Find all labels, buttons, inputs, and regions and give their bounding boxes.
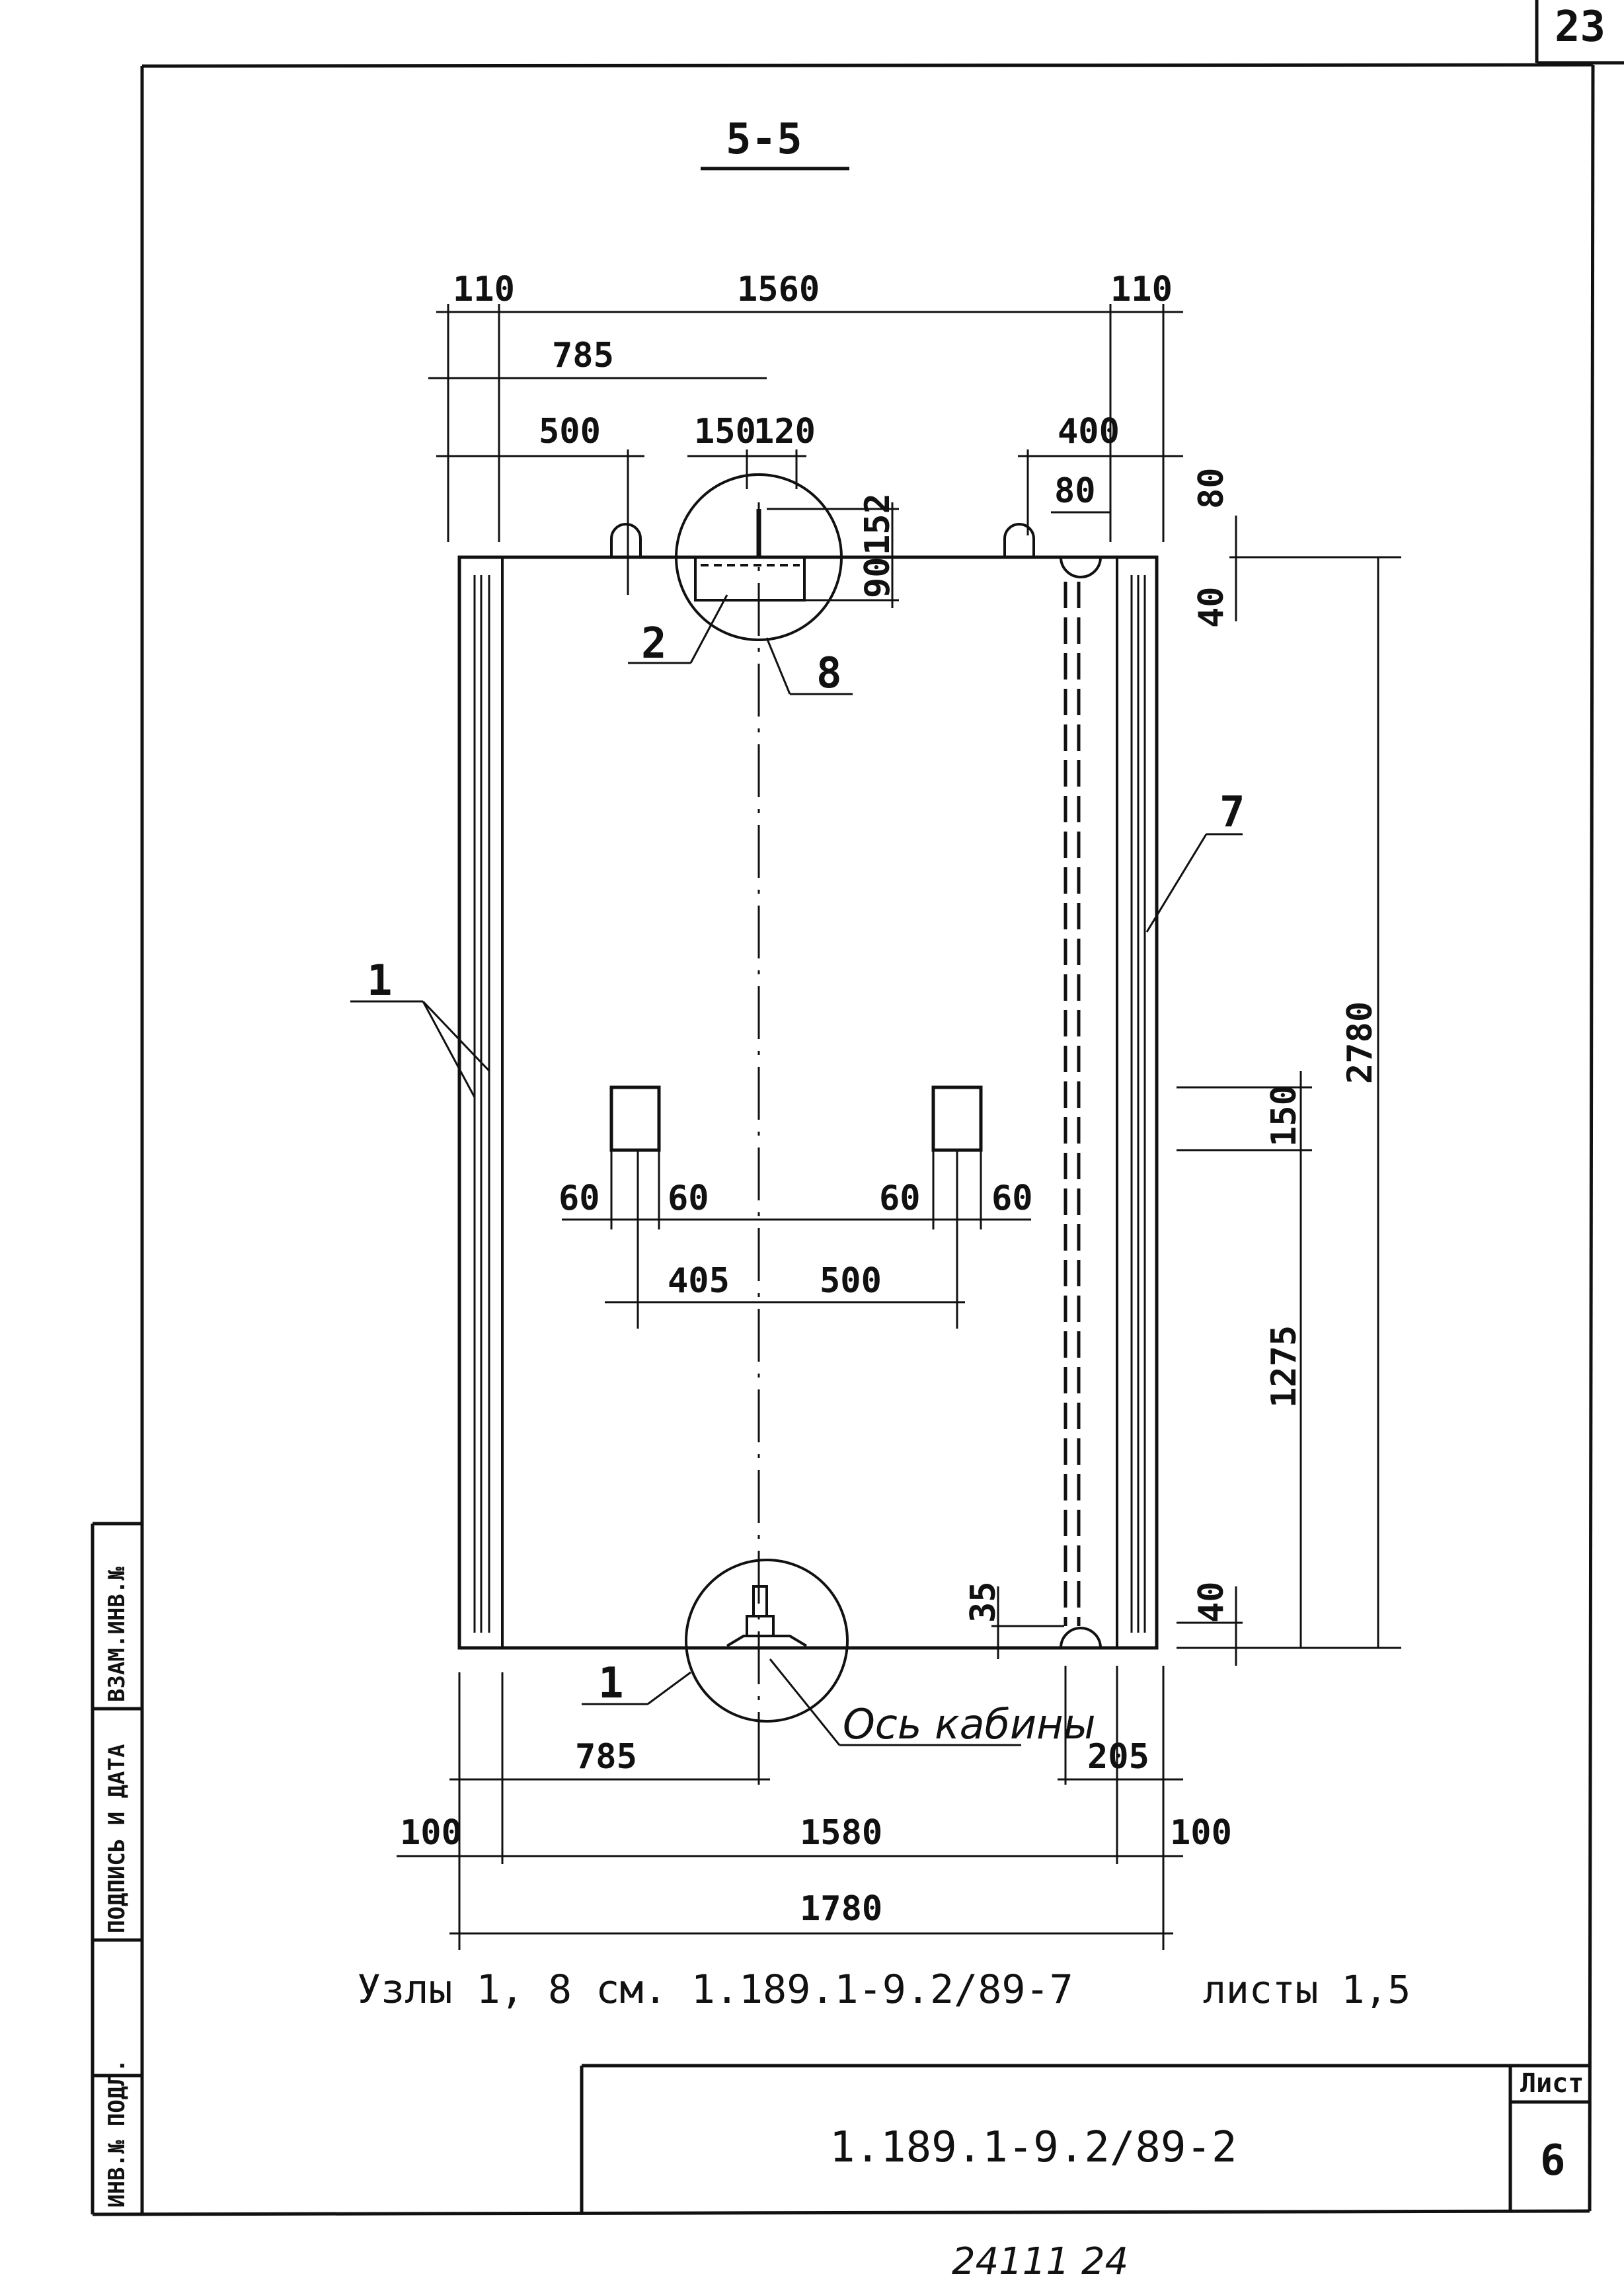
sheet-frame xyxy=(91,63,1595,2216)
dim-60-right-b: 60 xyxy=(991,1179,1033,1218)
dim-1275: 1275 xyxy=(1264,1325,1304,1408)
doc-code: 1.189.1-9.2/89-2 xyxy=(830,2123,1237,2172)
title-block xyxy=(580,2064,1590,2213)
dim-785-top: 785 xyxy=(552,336,614,375)
detail-circle-bottom xyxy=(685,1559,849,1723)
callout-2: 2 xyxy=(641,619,667,668)
dim-35: 35 xyxy=(964,1581,1003,1623)
callout-1-bottom: 1 xyxy=(598,1659,624,1708)
page-number-box xyxy=(1535,0,1624,65)
stamp-podpis-data: ПОДПИСЬ И ДАТА xyxy=(104,1744,130,1933)
dim-60-left-a: 60 xyxy=(559,1179,600,1218)
callout-1-left: 1 xyxy=(367,956,393,1005)
sheet-number: 6 xyxy=(1540,2136,1566,2185)
dim-150: 150 xyxy=(694,412,756,451)
dim-1580: 1580 xyxy=(800,1813,882,1853)
dim-40-bottom: 40 xyxy=(1192,1581,1231,1623)
middle-openings xyxy=(609,1085,983,1152)
dim-60-left-b: 60 xyxy=(668,1179,709,1218)
dim-100-right: 100 xyxy=(1170,1813,1232,1853)
leader-lines xyxy=(350,594,1243,1746)
dim-60-right-a: 60 xyxy=(879,1179,921,1218)
stamp-inv-podl: ИНВ.№ ПОДЛ. xyxy=(104,2059,130,2208)
dim-152: 152 xyxy=(858,493,898,555)
axis-label: Ось кабины xyxy=(843,1700,1096,1748)
dim-110-left: 110 xyxy=(453,270,515,309)
dim-1560: 1560 xyxy=(737,270,820,309)
dim-80-top: 80 xyxy=(1192,467,1231,509)
detail-circle-top xyxy=(675,473,843,641)
page-number: 23 xyxy=(1555,3,1605,52)
dim-500-mid: 500 xyxy=(820,1261,882,1301)
callout-7: 7 xyxy=(1219,788,1245,837)
callout-8: 8 xyxy=(816,649,842,698)
note-sheets: листы 1,5 xyxy=(1203,1967,1411,2012)
dim-80-slot: 80 xyxy=(1054,471,1096,511)
dim-785-bottom: 785 xyxy=(575,1737,637,1777)
dim-2780: 2780 xyxy=(1340,1001,1380,1084)
note-nodes: Узлы 1, 8 см. 1.189.1-9.2/89-7 xyxy=(357,1966,1073,2013)
dim-110-right: 110 xyxy=(1110,270,1173,309)
hooks xyxy=(610,523,1102,1649)
dim-40-top: 40 xyxy=(1192,586,1231,628)
dim-120: 120 xyxy=(754,412,816,451)
dim-500-hook: 500 xyxy=(539,412,601,451)
dim-405: 405 xyxy=(668,1261,730,1301)
section-title: 5-5 xyxy=(726,115,802,164)
stamp-vzam-inv: ВЗАМ.ИНВ.№ xyxy=(104,1567,130,1702)
bottom-handwritten-number: 24111 24 xyxy=(952,2240,1128,2283)
dim-1780: 1780 xyxy=(800,1889,882,1929)
dim-90: 90 xyxy=(858,557,898,598)
dim-100-left: 100 xyxy=(400,1813,462,1853)
cabin-outline xyxy=(457,555,1159,1650)
dim-400: 400 xyxy=(1058,412,1120,451)
sheet-label: Лист xyxy=(1520,2068,1584,2099)
dim-150-right: 150 xyxy=(1264,1085,1304,1147)
dimension-lines xyxy=(397,304,1401,1950)
dim-205: 205 xyxy=(1087,1737,1149,1777)
